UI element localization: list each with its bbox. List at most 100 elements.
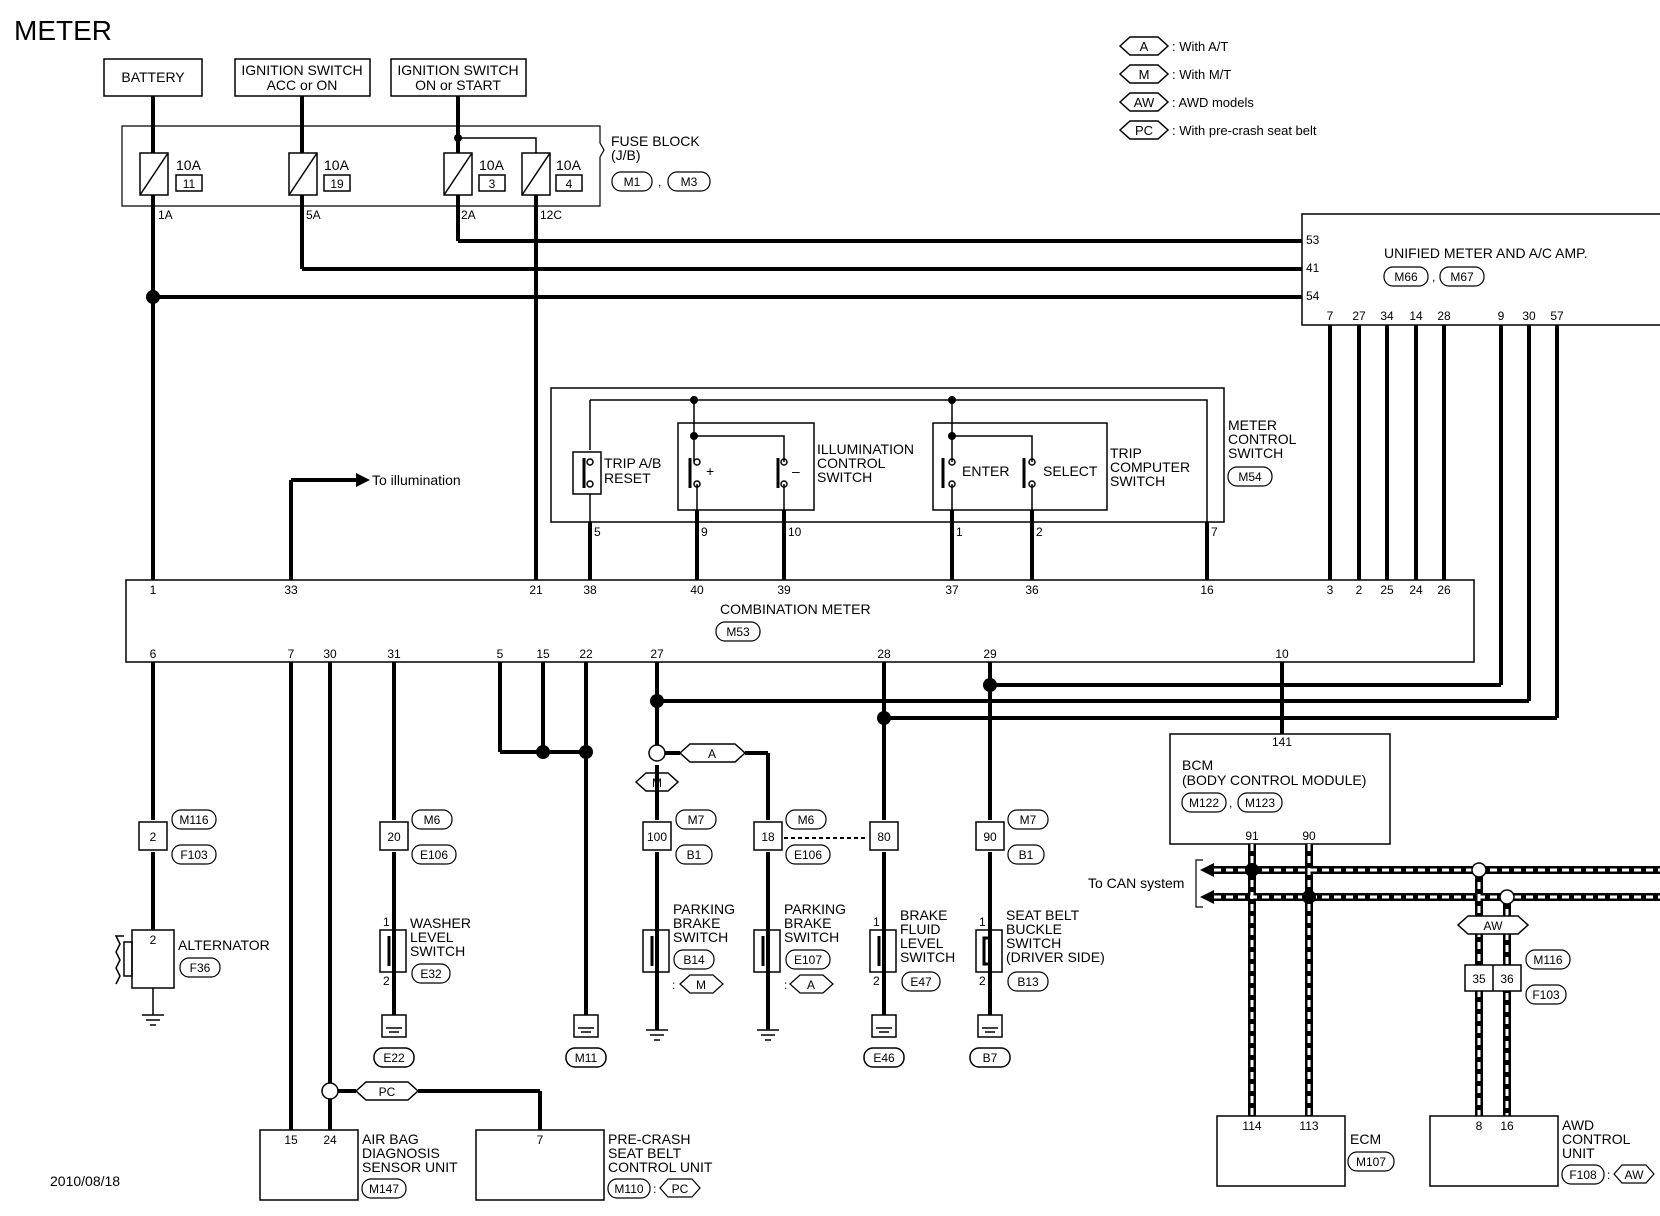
cm-pin-5: 5 bbox=[497, 647, 504, 661]
illum-plus: + bbox=[706, 463, 714, 479]
conn-80-pin: 80 bbox=[877, 830, 891, 844]
conn-18-bottom: E106 bbox=[794, 848, 822, 862]
brake-fluid-conn: E47 bbox=[910, 975, 932, 989]
trip-reset-label-2: RESET bbox=[604, 470, 651, 486]
enter-label: ENTER bbox=[962, 463, 1009, 479]
cm-pin-31: 31 bbox=[387, 647, 401, 661]
aw-tag-label: AW bbox=[1484, 919, 1504, 933]
battery-label: BATTERY bbox=[121, 69, 185, 85]
washer-conn-bubble bbox=[411, 963, 451, 984]
washer-conn: E32 bbox=[420, 967, 442, 981]
ms-pin-1: 1 bbox=[956, 525, 963, 539]
ground-m11: M11 bbox=[575, 1051, 598, 1065]
pb-mt-colon: : bbox=[672, 978, 675, 992]
awd-pin-16: 16 bbox=[1500, 1119, 1514, 1133]
cm-pin-38: 38 bbox=[583, 583, 597, 597]
precrash-opt: PC bbox=[672, 1182, 689, 1196]
aw-tag bbox=[1456, 915, 1530, 935]
fuse-block-connectors bbox=[611, 171, 711, 192]
ground-symbols bbox=[373, 1014, 1011, 1068]
legend-code-pc: PC bbox=[1135, 123, 1153, 138]
unified-conn-m67: M67 bbox=[1450, 270, 1474, 284]
ms-pin-5: 5 bbox=[594, 525, 601, 539]
pb-at-opt: A bbox=[807, 978, 815, 992]
brake-fluid-pin-1: 1 bbox=[873, 915, 880, 929]
alternator bbox=[114, 929, 175, 1026]
seat-belt-conn-bubble bbox=[1007, 971, 1049, 992]
connector-bubbles bbox=[171, 809, 1049, 865]
cm-pin-16: 16 bbox=[1200, 583, 1214, 597]
trip-computer-label-1: TRIP bbox=[1110, 445, 1142, 461]
brake-fluid-label-3: LEVEL bbox=[900, 935, 944, 951]
conn-20-bottom: E106 bbox=[420, 848, 448, 862]
brake-fluid-label-2: FLUID bbox=[900, 921, 940, 937]
conn-2-top: M116 bbox=[179, 813, 208, 827]
fuse-block-label-2: (J/B) bbox=[611, 147, 641, 163]
fuse-term-5a: 5A bbox=[306, 208, 321, 222]
legend-item-m: M : With M/T bbox=[1118, 64, 1231, 84]
unified-pin-30: 30 bbox=[1522, 309, 1536, 323]
conn-90-bottom: B1 bbox=[1019, 848, 1034, 862]
ground-e22: E22 bbox=[383, 1051, 405, 1065]
brake-fluid-conn-bubble bbox=[901, 971, 941, 992]
illum-minus: – bbox=[792, 463, 800, 479]
conn-90-pin: 90 bbox=[983, 830, 997, 844]
to-illumination-label: To illumination bbox=[372, 472, 461, 488]
ground-b7: B7 bbox=[983, 1051, 998, 1065]
fuse-block-outline bbox=[121, 125, 605, 207]
fuse-3-num: 3 bbox=[489, 177, 496, 191]
alternator-pin: 2 bbox=[150, 933, 157, 947]
pb-at-colon: : bbox=[784, 978, 787, 992]
diagram-date: 2010/08/18 bbox=[50, 1173, 120, 1189]
conn-100-bottom: B1 bbox=[687, 848, 702, 862]
airbag-box bbox=[259, 1129, 359, 1201]
meter-switch-conn-bubble bbox=[1227, 466, 1273, 487]
airbag-conn: M147 bbox=[369, 1182, 399, 1196]
legend-code-aw: AW bbox=[1134, 95, 1155, 110]
cm-pin-26: 26 bbox=[1437, 583, 1451, 597]
bcm-box bbox=[1169, 733, 1391, 845]
brake-fluid-pin-2: 2 bbox=[873, 974, 880, 988]
airbag-pin-24: 24 bbox=[323, 1133, 337, 1147]
ignition-on-label-2: ON or START bbox=[415, 77, 501, 93]
legend: A : With A/T M : With M/T AW : AWD model… bbox=[1118, 36, 1317, 140]
precrash-colon: : bbox=[653, 1182, 656, 1196]
tag-a-label: A bbox=[708, 747, 716, 761]
can-label: To CAN system bbox=[1088, 875, 1184, 891]
combination-meter-bottom-pins: 6 7 30 31 5 15 22 27 28 29 10 bbox=[150, 647, 1289, 661]
fuse-block-conn-comma: , bbox=[658, 175, 661, 189]
cm-pin-1: 1 bbox=[150, 583, 157, 597]
cm-pin-6: 6 bbox=[150, 647, 157, 661]
bcm-pin-91: 91 bbox=[1245, 829, 1259, 843]
conn-3536 bbox=[1464, 964, 1522, 992]
unified-pin-54: 54 bbox=[1306, 289, 1320, 303]
bcm-label-1: BCM bbox=[1182, 757, 1213, 773]
trip-reset-label-1: TRIP A/B bbox=[604, 455, 661, 471]
cm-pin-33: 33 bbox=[284, 583, 298, 597]
combination-meter-conn: M53 bbox=[726, 625, 750, 639]
meter-switch-label-3: SWITCH bbox=[1228, 445, 1283, 461]
fuse-term-12c: 12C bbox=[540, 208, 562, 222]
ecm-conn: M107 bbox=[1356, 1155, 1386, 1169]
fuse-19-amps: 10A bbox=[324, 157, 350, 173]
conn-3536-bubbles bbox=[1525, 949, 1571, 1005]
meter-control-switch-inner-bus bbox=[589, 399, 1208, 522]
illum-label-2: CONTROL bbox=[817, 455, 886, 471]
cm-pin-22: 22 bbox=[579, 647, 593, 661]
conn-2-pin: 2 bbox=[150, 830, 157, 844]
conn-100-pin: 100 bbox=[647, 830, 667, 844]
ecm-conn-bubble bbox=[1347, 1151, 1395, 1172]
switch-symbols bbox=[379, 929, 1003, 973]
seat-belt-conn: B13 bbox=[1017, 975, 1039, 989]
junction-dots bbox=[146, 134, 997, 759]
precrash-conn: M110 bbox=[614, 1182, 643, 1196]
cm-pin-39: 39 bbox=[777, 583, 791, 597]
pb-mt-label-3: SWITCH bbox=[673, 929, 728, 945]
ecm-pin-114: 114 bbox=[1242, 1119, 1261, 1133]
airbag-label-1: AIR BAG bbox=[362, 1131, 419, 1147]
pb-at-label-2: BRAKE bbox=[784, 915, 831, 931]
fuse-4-num: 4 bbox=[566, 177, 573, 191]
fuse-block-conn-m1: M1 bbox=[624, 175, 641, 189]
unified-pin-27: 27 bbox=[1352, 309, 1366, 323]
brake-fluid-label-4: SWITCH bbox=[900, 949, 955, 965]
